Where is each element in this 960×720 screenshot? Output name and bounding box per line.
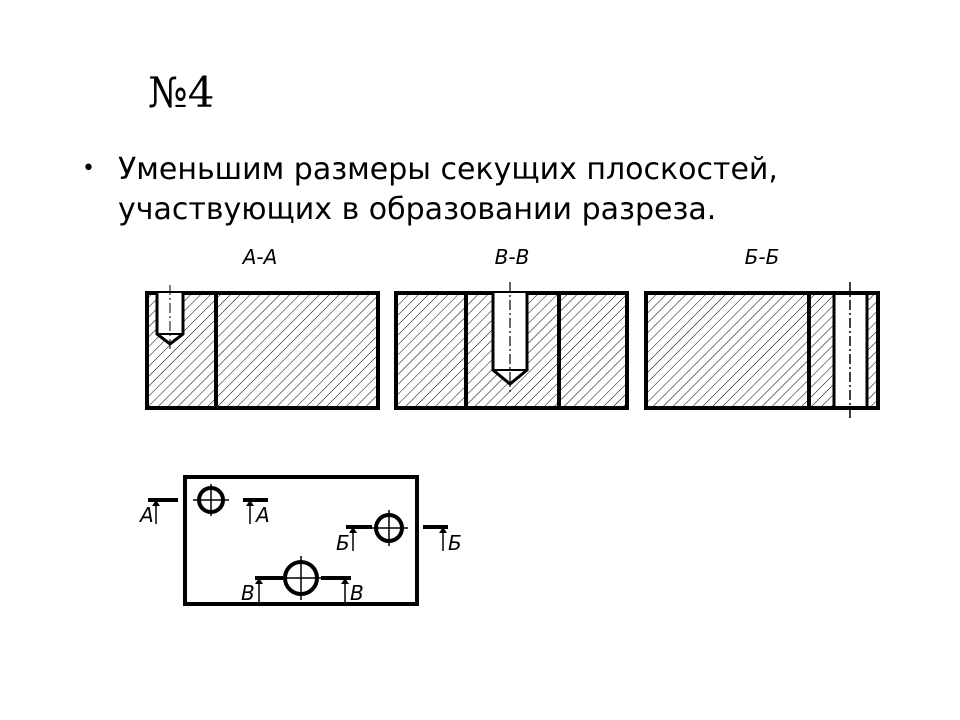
bullet-text: Уменьшим размеры секущих плоскостей, уча… xyxy=(118,150,878,230)
section-bb xyxy=(644,282,880,420)
section-label-aa: А-А xyxy=(241,245,278,269)
cut-b-right-label: Б xyxy=(448,531,462,555)
hole-a xyxy=(193,484,229,516)
section-label-vv: В-В xyxy=(495,245,530,269)
hole-b xyxy=(370,510,408,546)
section-label-bb: Б-Б xyxy=(745,245,780,269)
cut-a-right-label: А xyxy=(254,503,270,527)
section-vv xyxy=(394,282,629,410)
cut-v-left-label: В xyxy=(241,581,255,605)
section-aa xyxy=(145,285,380,410)
bullet-marker: • xyxy=(82,156,95,181)
cut-a-left-label: А xyxy=(138,503,154,527)
hole-v xyxy=(279,556,323,600)
cut-b-left-label: Б xyxy=(336,531,350,555)
slide-title: №4 xyxy=(148,68,215,117)
bullet-line-1: Уменьшим размеры секущих плоскостей, xyxy=(118,152,778,187)
bullet-line-2: участвующих в образовании разреза. xyxy=(118,192,717,227)
cut-v-right-label: В xyxy=(350,581,364,605)
plan-view: А А Б Б В В xyxy=(138,475,462,606)
